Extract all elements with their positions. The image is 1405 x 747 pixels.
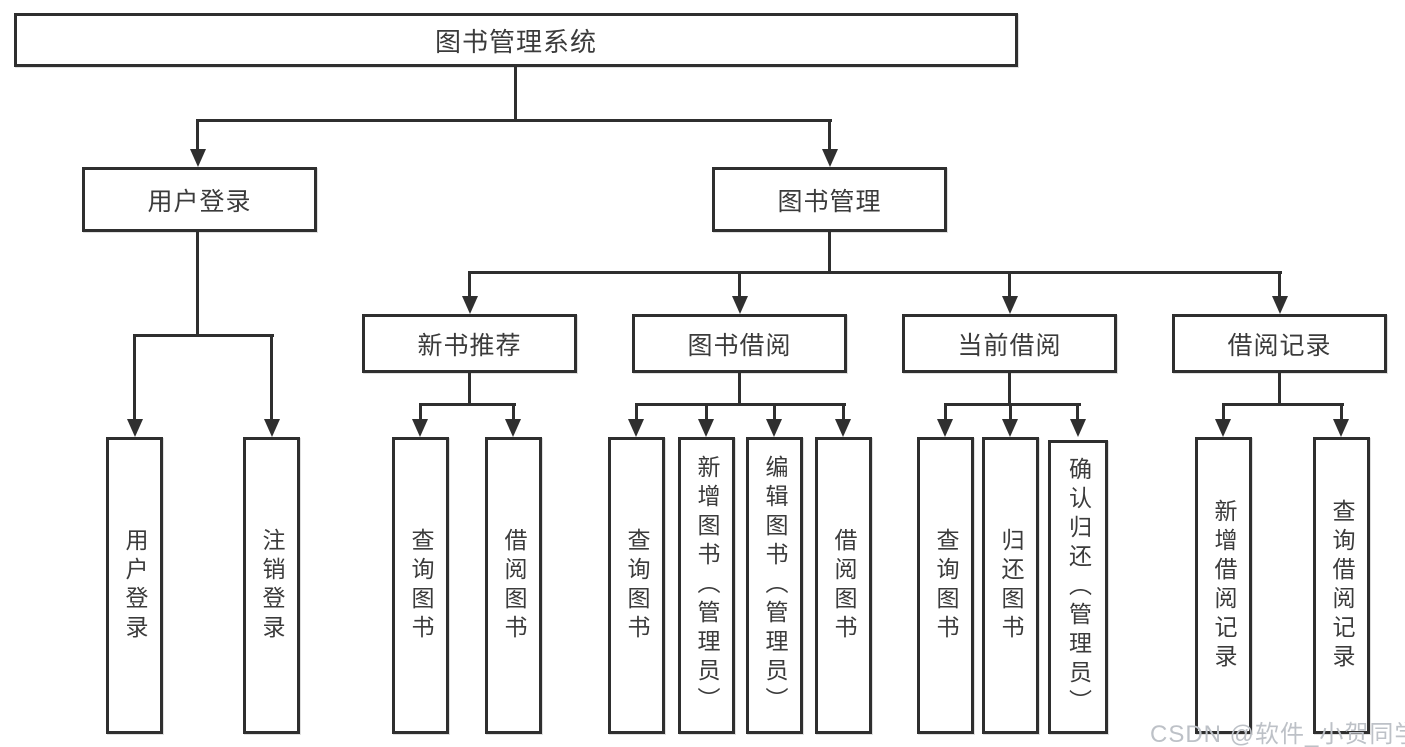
- connector-drop-current-borrow: [1008, 271, 1011, 296]
- arrow-down-icon: [505, 419, 521, 437]
- leaf-add-book-admin-label: 新增图书（管理员）: [694, 455, 720, 716]
- arrow-down-icon: [1215, 419, 1231, 437]
- leaf-user-login: 用户登录: [106, 437, 163, 734]
- leaf-user-login-label: 用户登录: [122, 527, 148, 644]
- leaf-query-books-recommend-label: 查询图书: [408, 527, 434, 644]
- connector-drop: [1222, 403, 1225, 419]
- connector-drop-leaf-user-login: [133, 334, 136, 419]
- connector-user-login-stem: [196, 232, 199, 337]
- node-book-management-label: 图书管理: [777, 187, 882, 216]
- arrow-down-icon: [264, 419, 280, 437]
- connector-book-management-stem: [828, 232, 831, 274]
- arrow-down-icon: [1002, 419, 1018, 437]
- leaf-borrow-books: 借阅图书: [815, 437, 872, 734]
- connector-drop: [944, 403, 947, 419]
- arrow-down-icon: [732, 296, 748, 314]
- arrow-down-icon: [1002, 296, 1018, 314]
- connector-root-stem: [514, 67, 517, 120]
- arrow-down-icon: [698, 419, 714, 437]
- connector-drop: [842, 403, 845, 419]
- node-current-borrow-label: 当前借阅: [957, 331, 1062, 360]
- arrow-down-icon: [1070, 419, 1086, 437]
- connector-drop-leaf-logout: [270, 334, 273, 419]
- leaf-query-books-current: 查询图书: [917, 437, 974, 734]
- connector-root-hline: [196, 119, 832, 122]
- connector-current-borrow-hline: [944, 403, 1081, 406]
- node-book-borrow: 图书借阅: [632, 314, 847, 373]
- connector-drop: [1076, 403, 1079, 419]
- leaf-add-borrow-record-label: 新增借阅记录: [1211, 498, 1237, 673]
- node-book-management: 图书管理: [712, 167, 947, 232]
- arrow-down-icon: [412, 419, 428, 437]
- connector-drop: [635, 403, 638, 419]
- connector-user-login-hline: [133, 334, 274, 337]
- leaf-return-books: 归还图书: [982, 437, 1039, 734]
- connector-drop-new-book: [468, 271, 471, 296]
- leaf-edit-book-admin: 编辑图书（管理员）: [746, 437, 803, 734]
- connector-book-borrow-hline: [635, 403, 846, 406]
- connector-current-borrow-stem: [1008, 373, 1011, 406]
- connector-drop: [705, 403, 708, 419]
- watermark: CSDN @软件_小贺同学: [1150, 721, 1405, 747]
- arrow-down-icon: [937, 419, 953, 437]
- leaf-add-borrow-record: 新增借阅记录: [1195, 437, 1252, 734]
- connector-drop: [512, 403, 515, 419]
- leaf-query-books-current-label: 查询图书: [933, 527, 959, 644]
- connector-drop-borrow-records: [1278, 271, 1281, 296]
- connector-borrow-records-hline: [1222, 403, 1344, 406]
- leaf-borrow-books-recommend: 借阅图书: [485, 437, 542, 734]
- arrow-down-icon: [628, 419, 644, 437]
- node-new-book-recommend-label: 新书推荐: [417, 331, 522, 360]
- connector-drop-user-login: [196, 119, 199, 151]
- node-library-system: 图书管理系统: [14, 13, 1018, 67]
- node-new-book-recommend: 新书推荐: [362, 314, 577, 373]
- leaf-edit-book-admin-label: 编辑图书（管理员）: [762, 455, 788, 716]
- arrow-down-icon: [766, 419, 782, 437]
- node-library-system-label: 图书管理系统: [434, 26, 597, 57]
- connector-drop-book-management: [828, 119, 831, 151]
- arrow-down-icon: [190, 149, 206, 167]
- connector-drop: [1340, 403, 1343, 419]
- node-user-login: 用户登录: [82, 167, 317, 232]
- connector-drop: [773, 403, 776, 419]
- leaf-confirm-return-admin: 确认归还（管理员）: [1048, 440, 1108, 734]
- leaf-confirm-return-admin-label: 确认归还（管理员）: [1065, 456, 1092, 718]
- leaf-query-borrow-record-label: 查询借阅记录: [1329, 498, 1355, 673]
- node-book-borrow-label: 图书借阅: [687, 331, 792, 360]
- node-current-borrow: 当前借阅: [902, 314, 1117, 373]
- arrow-down-icon: [835, 419, 851, 437]
- leaf-query-books-borrow: 查询图书: [608, 437, 665, 734]
- leaf-add-book-admin: 新增图书（管理员）: [678, 437, 735, 734]
- connector-book-borrow-stem: [738, 373, 741, 406]
- connector-drop: [1009, 403, 1012, 419]
- connector-book-management-hline: [468, 271, 1282, 274]
- arrow-down-icon: [127, 419, 143, 437]
- leaf-logout-label: 注销登录: [259, 527, 285, 644]
- arrow-down-icon: [462, 296, 478, 314]
- arrow-down-icon: [1333, 419, 1349, 437]
- leaf-borrow-books-label: 借阅图书: [831, 527, 857, 644]
- leaf-logout: 注销登录: [243, 437, 300, 734]
- leaf-query-books-borrow-label: 查询图书: [624, 527, 650, 644]
- arrow-down-icon: [1272, 296, 1288, 314]
- connector-new-book-hline: [419, 403, 516, 406]
- node-user-login-label: 用户登录: [147, 187, 252, 216]
- node-borrow-records-label: 借阅记录: [1227, 331, 1332, 360]
- connector-borrow-records-stem: [1278, 373, 1281, 406]
- leaf-return-books-label: 归还图书: [998, 527, 1024, 644]
- arrow-down-icon: [822, 149, 838, 167]
- connector-drop: [419, 403, 422, 419]
- leaf-borrow-books-recommend-label: 借阅图书: [501, 527, 527, 644]
- node-borrow-records: 借阅记录: [1172, 314, 1387, 373]
- leaf-query-borrow-record: 查询借阅记录: [1313, 437, 1370, 734]
- leaf-query-books-recommend: 查询图书: [392, 437, 449, 734]
- connector-new-book-stem: [468, 373, 471, 406]
- connector-drop-book-borrow: [738, 271, 741, 296]
